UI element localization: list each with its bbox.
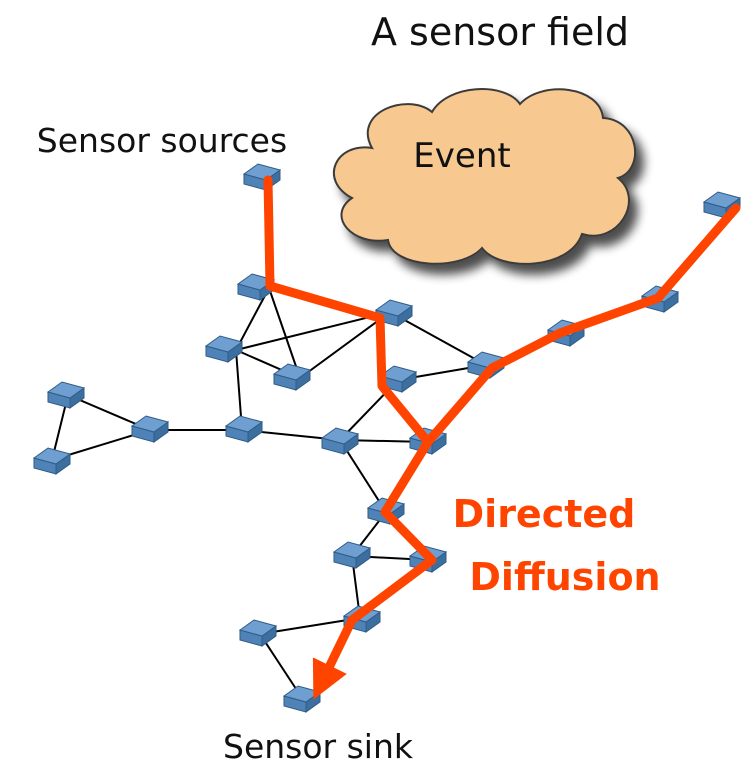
network-link bbox=[339, 439, 387, 513]
network-link bbox=[259, 617, 361, 635]
network-link bbox=[268, 287, 301, 379]
sensor-sink-label: Sensor sink bbox=[223, 727, 414, 766]
event-cloud bbox=[332, 88, 636, 265]
diffusion-path-right bbox=[423, 203, 741, 447]
directed-diffusion-path bbox=[263, 175, 741, 700]
network-link bbox=[259, 633, 303, 699]
sensor-node bbox=[242, 163, 282, 191]
diffusion-path-left bbox=[263, 175, 433, 447]
network-link bbox=[299, 311, 391, 379]
sensor-sources-label: Sensor sources bbox=[37, 121, 287, 160]
event-label: Event bbox=[413, 136, 510, 176]
directed-diffusion-label-line2: Diffusion bbox=[469, 555, 660, 599]
sensor-node bbox=[224, 415, 264, 443]
sensor-nodes bbox=[32, 163, 742, 713]
sensor-node bbox=[374, 299, 414, 327]
sensor-node bbox=[46, 381, 86, 409]
sensor-node bbox=[272, 363, 312, 391]
sensor-node bbox=[332, 541, 372, 569]
sensor-node bbox=[32, 447, 72, 475]
sensor-node bbox=[238, 619, 278, 647]
sensor-node bbox=[320, 427, 360, 455]
diagram-title: A sensor field bbox=[371, 10, 629, 54]
network-link bbox=[235, 287, 270, 351]
sensor-node bbox=[204, 335, 244, 363]
sensor-node bbox=[282, 685, 322, 713]
event-cloud-shape bbox=[332, 88, 636, 265]
directed-diffusion-label-line1: Directed bbox=[453, 492, 636, 536]
network-link bbox=[235, 311, 391, 351]
diffusion-path-to-sink bbox=[312, 437, 437, 700]
sensor-node bbox=[130, 415, 170, 443]
